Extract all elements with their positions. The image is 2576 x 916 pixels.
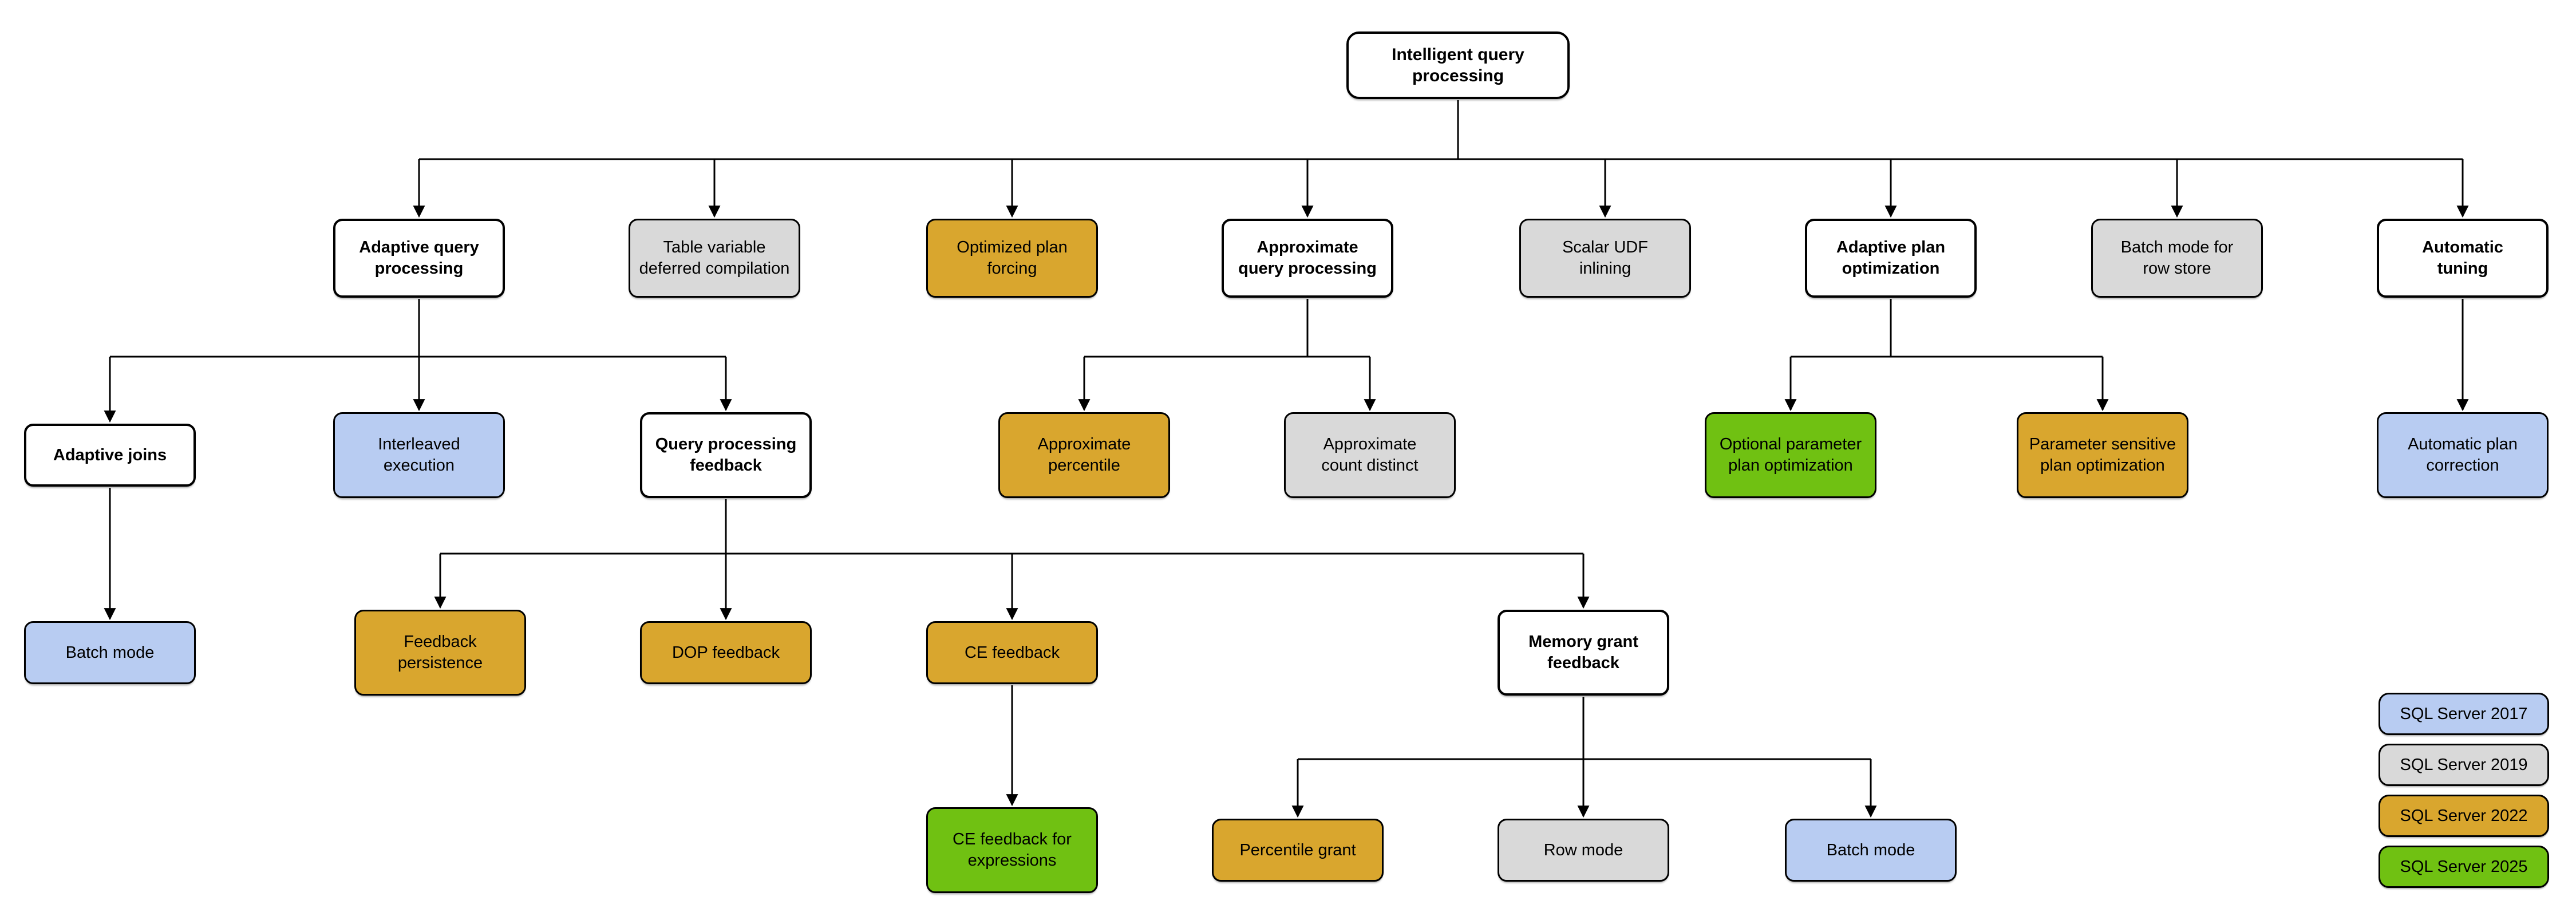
optional-parameter-plan-optimization-node: Optional parameter plan optimization <box>1705 412 1876 498</box>
node-label-line: Automatic <box>2422 238 2503 256</box>
adaptive-joins-node: Adaptive joins <box>24 424 196 487</box>
interleaved-execution-node: Interleaved execution <box>333 412 505 498</box>
node-label-line: Adaptive plan <box>1836 238 1946 256</box>
node-label-line: Approximate <box>1257 238 1358 256</box>
legend-item-label: SQL Server 2019 <box>2400 755 2528 774</box>
node-label-line: Percentile grant <box>1239 840 1356 859</box>
legend-item-label: SQL Server 2025 <box>2400 857 2528 876</box>
legend-item-sql-server-2025: SQL Server 2025 <box>2379 846 2549 888</box>
legend-item-sql-server-2017: SQL Server 2017 <box>2379 693 2549 735</box>
batch-mode-memory-grant-node: Batch mode <box>1785 819 1957 882</box>
node-label-line: row store <box>2143 259 2211 278</box>
node-label-line: Query processing <box>655 435 797 453</box>
node-label-line: forcing <box>987 259 1037 278</box>
legend-item-sql-server-2019: SQL Server 2019 <box>2379 744 2549 786</box>
automatic-tuning-node: Automatic tuning <box>2377 219 2549 298</box>
node-label-line: Interleaved <box>378 435 460 453</box>
approximate-query-processing-node: Approximate query processing <box>1222 219 1393 298</box>
node-label-line: Automatic plan <box>2408 435 2518 453</box>
node-label-line: Approximate <box>1323 435 1417 453</box>
node-label-line: CE feedback for <box>953 830 1072 848</box>
node-label-line: Scalar UDF <box>1562 238 1648 256</box>
ce-feedback-node: CE feedback <box>926 621 1098 684</box>
node-label-line: Batch mode <box>65 643 155 662</box>
adaptive-query-processing-node: Adaptive query processing <box>333 219 505 298</box>
batch-mode-for-row-store-node: Batch mode for row store <box>2091 219 2263 298</box>
automatic-plan-correction-node: Automatic plan correction <box>2377 412 2549 498</box>
parameter-sensitive-plan-optimization-node: Parameter sensitive plan optimization <box>2017 412 2188 498</box>
legend-item-label: SQL Server 2022 <box>2400 806 2528 825</box>
node-label-line: execution <box>383 456 455 475</box>
node-label-line: Intelligent query <box>1392 45 1524 64</box>
node-label-line: Optional parameter <box>1719 435 1862 453</box>
node-label-line: percentile <box>1048 456 1120 475</box>
node-label-line: processing <box>1412 66 1504 85</box>
optimized-plan-forcing-node: Optimized plan forcing <box>926 219 1098 298</box>
node-label-line: Feedback <box>404 633 477 651</box>
node-label-line: query processing <box>1238 259 1377 278</box>
node-label-line: Table variable <box>663 238 766 256</box>
node-label-line: deferred compilation <box>639 259 790 278</box>
legend-item-label: SQL Server 2017 <box>2400 704 2528 723</box>
ce-feedback-for-expressions-node: CE feedback for expressions <box>926 807 1098 893</box>
legend-item-sql-server-2022: SQL Server 2022 <box>2379 795 2549 837</box>
node-label-line: inlining <box>1579 259 1631 278</box>
node-label-line: correction <box>2426 456 2499 475</box>
percentile-grant-node: Percentile grant <box>1212 819 1384 882</box>
node-label-line: expressions <box>967 851 1057 870</box>
scalar-udf-inlining-node: Scalar UDF inlining <box>1519 219 1691 298</box>
node-label-line: tuning <box>2437 259 2488 278</box>
node-label-line: Row mode <box>1543 840 1623 859</box>
node-label-line: Parameter sensitive <box>2029 435 2176 453</box>
row-mode-node: Row mode <box>1498 819 1669 882</box>
adaptive-plan-optimization-node: Adaptive plan optimization <box>1805 219 1977 298</box>
node-label-line: DOP feedback <box>671 643 780 662</box>
node-label-line: plan optimization <box>2040 456 2165 475</box>
node-label-line: Batch mode <box>1826 840 1915 859</box>
node-label-line: persistence <box>397 654 483 672</box>
node-label-line: feedback <box>1547 654 1619 672</box>
node-label-line: optimization <box>1842 259 1940 278</box>
node-label-line: feedback <box>690 456 762 475</box>
query-processing-feedback-node: Query processing feedback <box>640 412 812 498</box>
node-label-line: plan optimization <box>1728 456 1853 475</box>
approximate-percentile-node: Approximate percentile <box>998 412 1170 498</box>
batch-mode-adaptive-joins-node: Batch mode <box>24 621 196 684</box>
node-label-line: processing <box>374 259 464 278</box>
node-label-line: Memory grant <box>1528 633 1638 651</box>
node-label-line: Adaptive query <box>359 238 479 256</box>
feedback-persistence-node: Feedback persistence <box>354 610 526 696</box>
node-label-line: Approximate <box>1037 435 1131 453</box>
table-variable-deferred-compilation-node: Table variable deferred compilation <box>629 219 800 298</box>
memory-grant-feedback-node: Memory grant feedback <box>1498 610 1669 696</box>
node-label-line: count distinct <box>1321 456 1419 475</box>
approximate-count-distinct-node: Approximate count distinct <box>1284 412 1456 498</box>
node-label-line: Batch mode for <box>2120 238 2234 256</box>
intelligent-query-processing-node: Intelligent query processing <box>1346 31 1570 99</box>
node-label-line: CE feedback <box>964 643 1060 662</box>
node-label-line: Adaptive joins <box>53 445 167 464</box>
node-label-line: Optimized plan <box>957 238 1068 256</box>
dop-feedback-node: DOP feedback <box>640 621 812 684</box>
